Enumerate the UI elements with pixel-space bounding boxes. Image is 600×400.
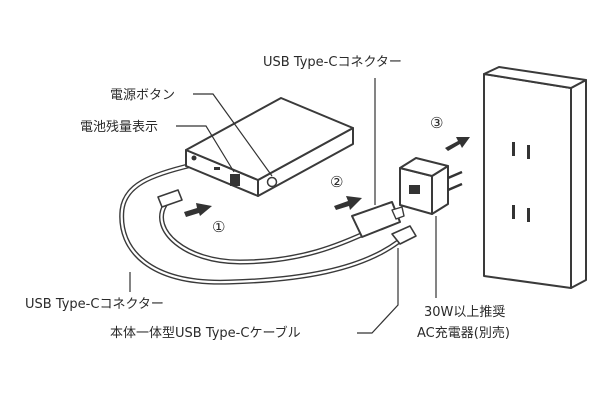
power-button-icon [266,176,278,188]
port-icon [191,155,197,161]
ac-charger [399,157,463,215]
usb-c-connector-label-bottom: USB Type-Cコネクター [25,297,164,312]
power-bank [185,97,354,197]
cable-connector-small [157,189,183,208]
usb-c-connector [351,201,417,245]
integrated-cable [119,162,401,285]
charger-sold-separately-label: AC充電器(別売) [417,325,510,341]
charger-recommend-label: 30W以上推奨 [424,305,505,320]
step-2-label: ② [330,173,343,191]
battery-indicator-label: 電池残量表示 [80,120,158,135]
usb-c-connector-label-top: USB Type-Cコネクター [263,55,402,70]
wall-outlet [483,66,587,289]
power-button-label: 電源ボタン [110,88,175,103]
integrated-cable-label: 本体一体型USB Type-Cケーブル [110,325,301,341]
arrow-step-1 [184,203,212,217]
arrow-step-3 [445,137,470,151]
step-1-label: ① [212,218,225,236]
step-3-label: ③ [430,114,443,132]
battery-indicator-icon [230,174,240,186]
arrow-step-2 [334,196,362,210]
